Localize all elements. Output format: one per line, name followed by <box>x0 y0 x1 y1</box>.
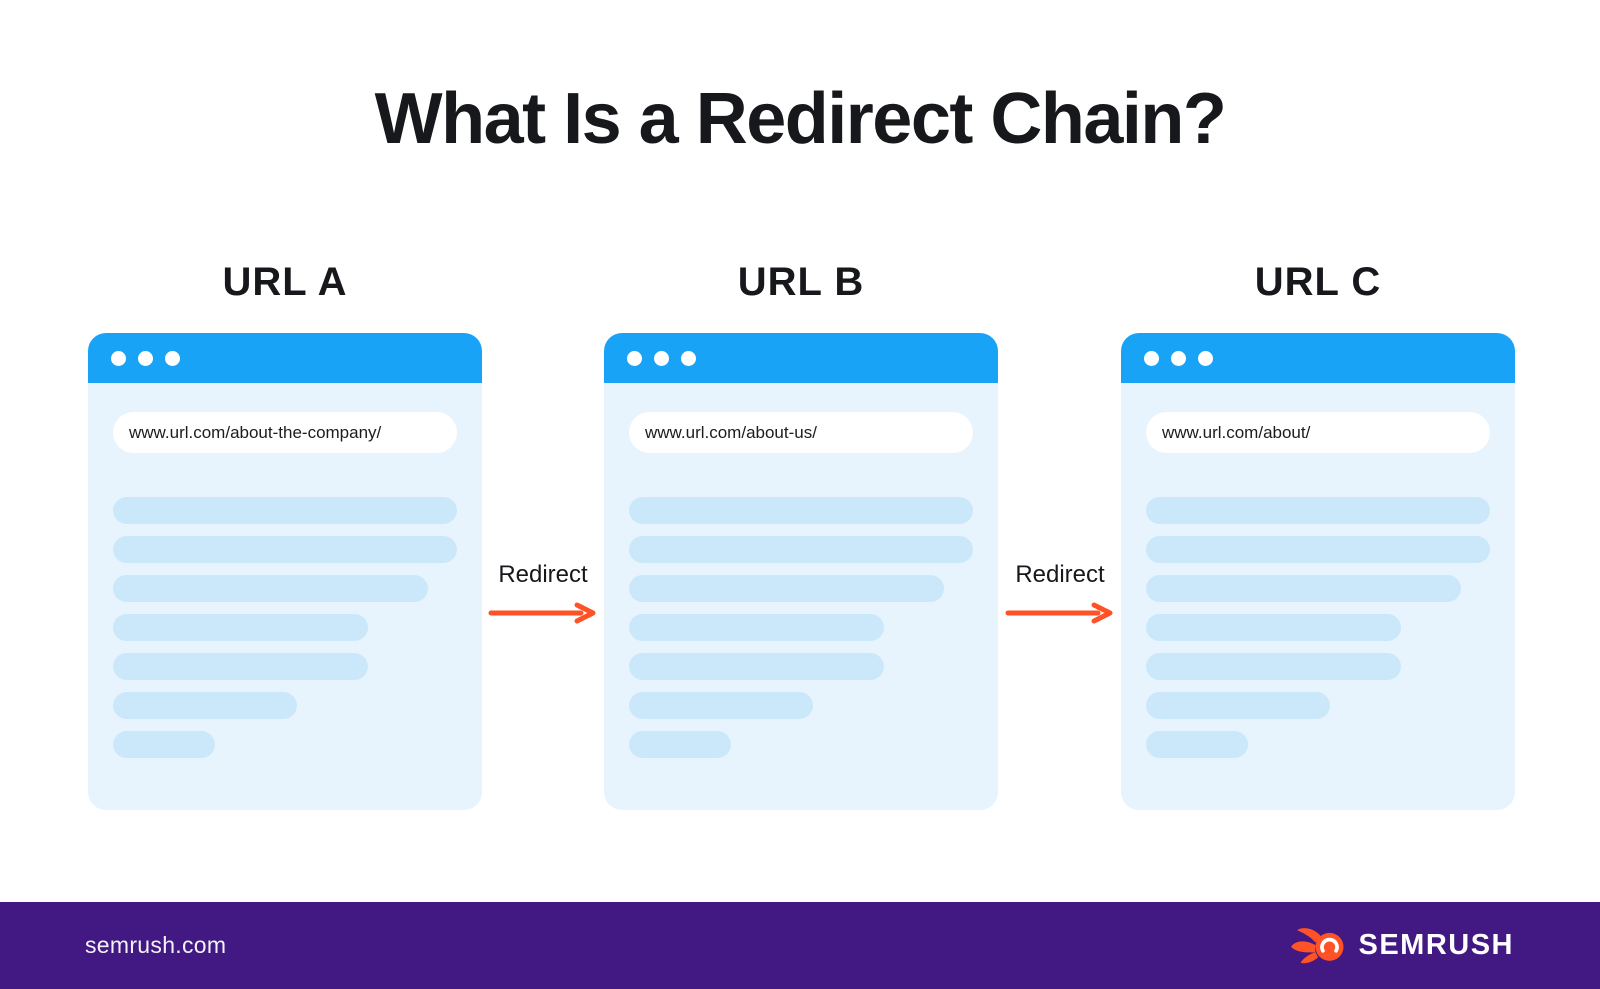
window-dot-icon <box>627 350 642 366</box>
address-bar: www.url.com/about-us/ <box>629 412 973 453</box>
window-dot-icon <box>1171 350 1186 366</box>
window-dot-icon <box>138 350 153 366</box>
skeleton-line <box>1146 653 1401 680</box>
redirect-arrow-icon <box>1005 602 1113 624</box>
skeleton-line <box>629 731 731 758</box>
semrush-wordmark: SEMRUSH <box>1358 929 1514 961</box>
skeleton-line <box>113 653 368 680</box>
skeleton-line <box>113 692 297 719</box>
skeleton-line <box>1146 497 1490 524</box>
redirect-arrow-icon <box>488 602 596 624</box>
skeleton-line <box>1146 731 1248 758</box>
window-dot-icon <box>165 350 180 366</box>
redirect-label: Redirect <box>1015 561 1105 588</box>
redirect-label: Redirect <box>498 561 588 588</box>
browser-window-b: www.url.com/about-us/ <box>604 333 998 810</box>
browser-titlebar <box>1121 333 1515 383</box>
window-dot-icon <box>681 350 696 366</box>
browser-window-c: www.url.com/about/ <box>1121 333 1515 810</box>
skeleton-line <box>629 692 813 719</box>
skeleton-line <box>113 536 457 563</box>
url-b-label: URL B <box>737 260 865 304</box>
browser-body: www.url.com/about/ <box>1121 383 1515 810</box>
page-title: What Is a Redirect Chain? <box>374 79 1227 159</box>
url-text: www.url.com/about/ <box>1162 422 1311 442</box>
skeleton-line <box>1146 614 1401 641</box>
site-url: semrush.com <box>85 932 227 958</box>
skeleton-line <box>629 575 944 602</box>
browser-body: www.url.com/about-us/ <box>604 383 998 810</box>
skeleton-line <box>1146 575 1461 602</box>
skeleton-line <box>629 536 973 563</box>
skeleton-line <box>113 497 457 524</box>
browser-window-a: www.url.com/about-the-company/ <box>88 333 482 810</box>
url-c-label: URL C <box>1254 260 1382 304</box>
skeleton-line <box>1146 692 1330 719</box>
skeleton-line <box>629 614 884 641</box>
semrush-logo: SEMRUSH <box>1290 925 1514 967</box>
skeleton-line <box>113 614 368 641</box>
semrush-flame-icon <box>1291 927 1344 963</box>
browser-titlebar <box>88 333 482 383</box>
skeleton-line <box>629 653 884 680</box>
footer-bar: semrush.com SEMRUSH <box>0 902 1600 989</box>
address-bar: www.url.com/about/ <box>1146 412 1490 453</box>
browser-body: www.url.com/about-the-company/ <box>88 383 482 810</box>
window-dot-icon <box>654 350 669 366</box>
skeleton-line <box>113 731 215 758</box>
window-dot-icon <box>1198 350 1213 366</box>
url-a-label: URL A <box>222 260 348 304</box>
redirect-step-1: Redirect <box>463 560 623 625</box>
window-dot-icon <box>1144 350 1159 366</box>
skeleton-line <box>629 497 973 524</box>
skeleton-line <box>1146 536 1490 563</box>
skeleton-line <box>113 575 428 602</box>
url-text: www.url.com/about-us/ <box>645 422 817 442</box>
browser-titlebar <box>604 333 998 383</box>
address-bar: www.url.com/about-the-company/ <box>113 412 457 453</box>
redirect-step-2: Redirect <box>980 560 1140 625</box>
window-dot-icon <box>111 350 126 366</box>
url-text: www.url.com/about-the-company/ <box>129 422 382 442</box>
